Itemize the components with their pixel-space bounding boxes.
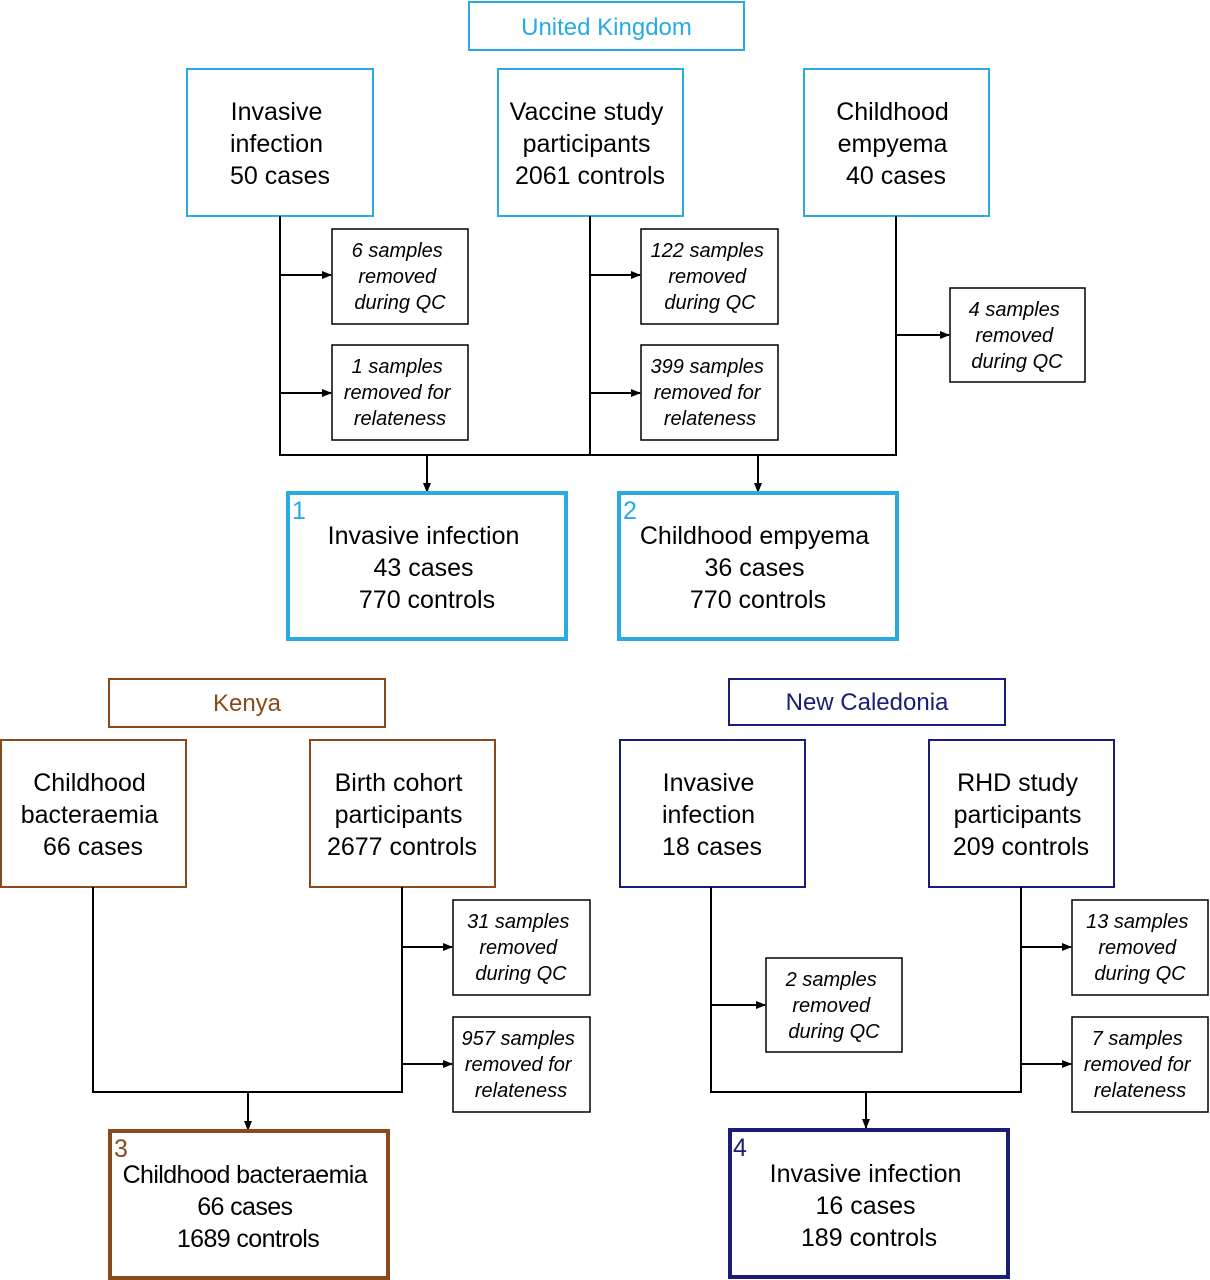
kenya-result3-text: Childhood bacteraemia 66 cases 1689 cont… bbox=[123, 1161, 374, 1253]
nc-inv-qc-text: 2 samples removed during QC bbox=[785, 969, 883, 1043]
nc-rhd-rel-text: 7 samples removed for relateness bbox=[1084, 1028, 1196, 1102]
uk-inv-rel-text: 1 samples removed for relateness bbox=[344, 356, 456, 430]
uk-vac-rel-text: 399 samples removed for relateness bbox=[651, 356, 770, 430]
nc-result4-text: Invasive infection 16 cases 189 controls bbox=[770, 1160, 969, 1252]
kenya-connectors bbox=[92, 887, 453, 1131]
kenya-birth-cohort-box bbox=[309, 739, 496, 888]
uk-result1-text: Invasive infection 43 cases 770 controls bbox=[328, 522, 527, 614]
nc-title-box bbox=[728, 678, 1006, 726]
uk-empyema-text: Childhood empyema 40 cases bbox=[836, 98, 956, 190]
nc-result4-box bbox=[728, 1128, 1010, 1279]
uk-result2-number: 2 bbox=[623, 497, 637, 525]
kenya-title: Kenya bbox=[213, 690, 282, 717]
uk-invasive-text: Invasive infection 50 cases bbox=[230, 98, 330, 190]
uk-invasive-box bbox=[186, 68, 374, 217]
kenya-bc-rel-box bbox=[452, 1016, 591, 1113]
uk-emp-qc-box bbox=[949, 287, 1086, 383]
new-caledonia-section: New Caledonia Invasive infection 18 case… bbox=[619, 678, 1209, 1279]
uk-vaccine-text: Vaccine study participants 2061 controls bbox=[510, 98, 671, 190]
kenya-birth-cohort-text: Birth cohort participants 2677 controls bbox=[327, 769, 477, 861]
nc-connectors bbox=[710, 887, 1072, 1129]
nc-rhd-text: RHD study participants 209 controls bbox=[953, 769, 1089, 861]
uk-result2-text: Childhood empyema 36 cases 770 controls bbox=[640, 522, 876, 614]
uk-title-box bbox=[468, 1, 745, 51]
kenya-section: Kenya Childhood bacteraemia 66 cases Bir… bbox=[0, 678, 591, 1280]
nc-rhd-rel-box bbox=[1071, 1016, 1209, 1113]
uk-vac-rel-box bbox=[640, 344, 779, 441]
nc-rhd-box bbox=[928, 739, 1115, 888]
uk-title: United Kingdom bbox=[521, 14, 692, 41]
uk-result1-box bbox=[286, 491, 568, 641]
kenya-bc-qc-text: 31 samples removed during QC bbox=[467, 911, 575, 985]
uk-vac-qc-text: 122 samples removed during QC bbox=[651, 240, 770, 314]
kenya-result3-number: 3 bbox=[114, 1135, 128, 1163]
nc-rhd-qc-box bbox=[1071, 899, 1209, 996]
uk-connectors bbox=[279, 216, 950, 493]
kenya-bc-qc-box bbox=[452, 899, 591, 996]
nc-invasive-box bbox=[619, 739, 806, 888]
uk-vac-qc-box bbox=[640, 228, 779, 325]
kenya-bc-rel-text: 957 samples removed for relateness bbox=[462, 1028, 581, 1102]
kenya-result3-box bbox=[108, 1129, 390, 1280]
nc-invasive-text: Invasive infection 18 cases bbox=[662, 769, 762, 861]
uk-result2-box bbox=[617, 491, 899, 641]
uk-inv-qc-text: 6 samples removed during QC bbox=[352, 240, 449, 314]
uk-inv-rel-box bbox=[331, 344, 469, 441]
kenya-bacteraemia-text: Childhood bacteraemia 66 cases bbox=[21, 769, 166, 861]
uk-empyema-box bbox=[803, 68, 990, 217]
uk-vaccine-box bbox=[497, 68, 684, 217]
uk-inv-qc-box bbox=[331, 228, 469, 325]
kenya-title-box bbox=[108, 678, 386, 728]
uk-section: United Kingdom Invasive infection 50 cas… bbox=[186, 1, 1086, 641]
nc-title: New Caledonia bbox=[786, 689, 949, 716]
kenya-bacteraemia-box bbox=[0, 739, 187, 888]
nc-rhd-qc-text: 13 samples removed during QC bbox=[1086, 911, 1194, 985]
nc-result4-number: 4 bbox=[733, 1134, 747, 1162]
nc-inv-qc-box bbox=[765, 957, 903, 1053]
uk-result1-number: 1 bbox=[292, 497, 306, 525]
uk-emp-qc-text: 4 samples removed during QC bbox=[969, 299, 1066, 373]
